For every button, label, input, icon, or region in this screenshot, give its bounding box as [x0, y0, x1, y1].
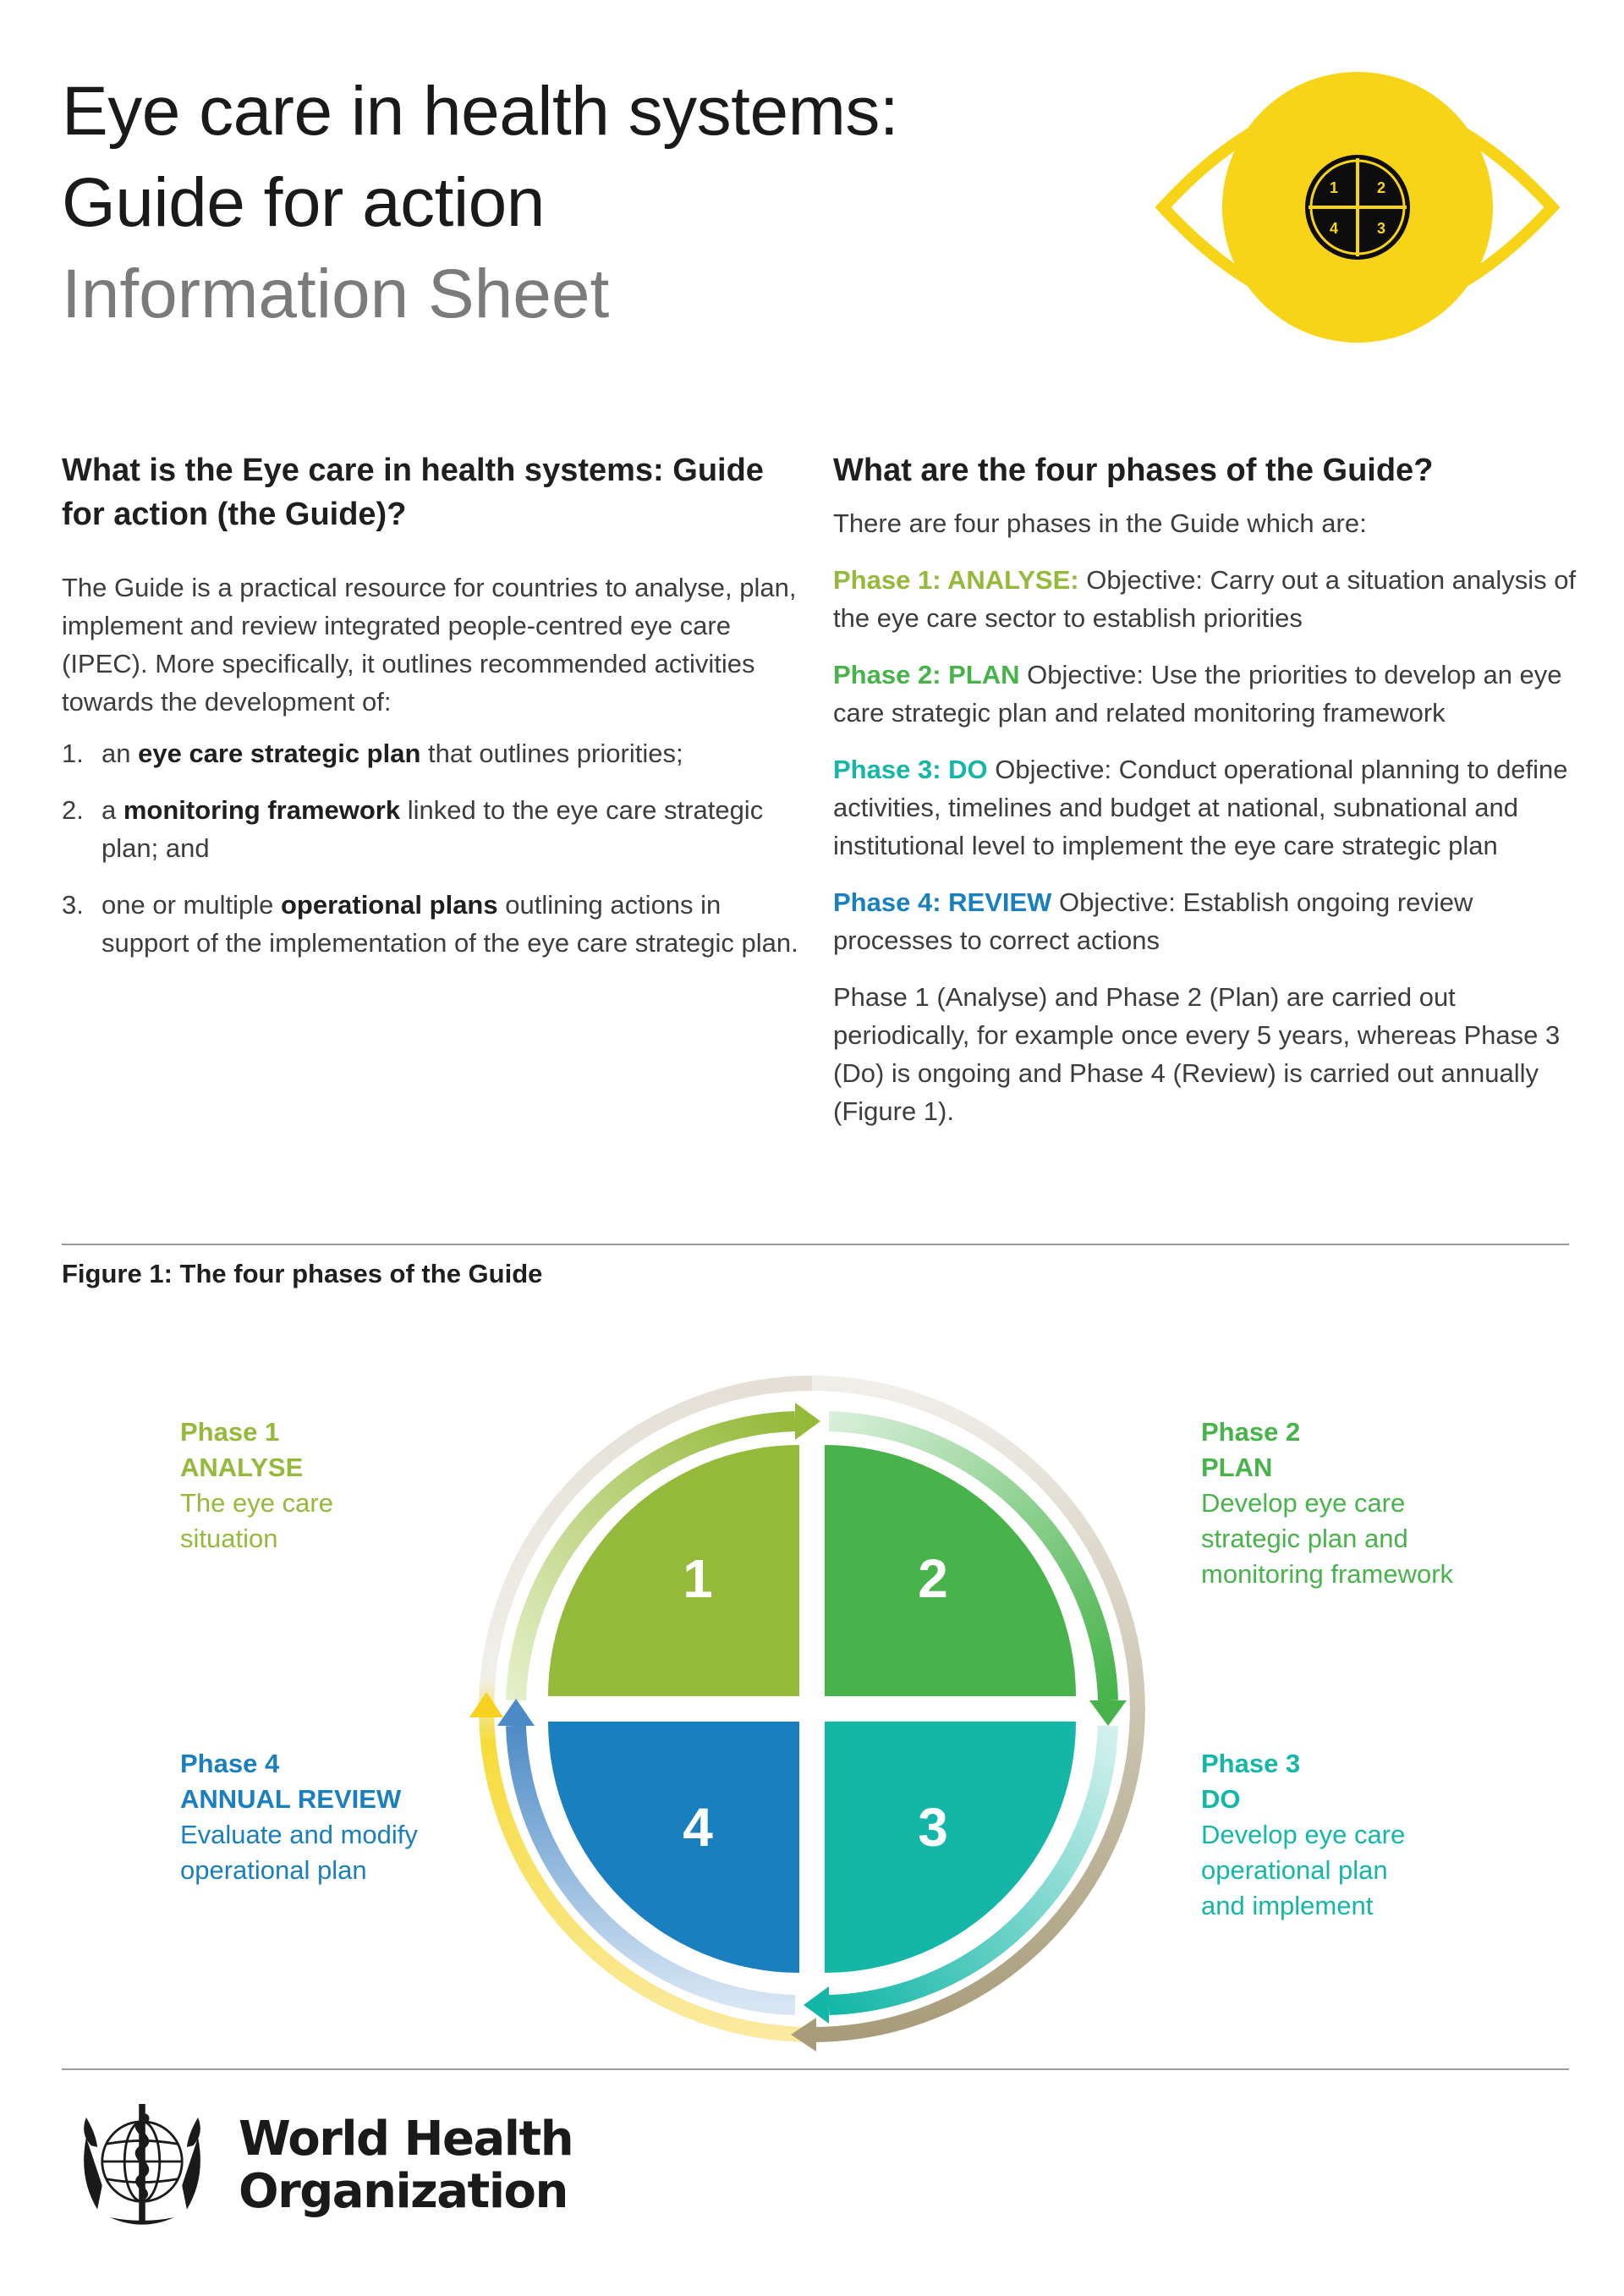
quadrant-4: [548, 1722, 799, 1973]
quadrant-3-number: 3: [918, 1797, 948, 1858]
closing-paragraph: Phase 1 (Analyse) and Phase 2 (Plan) are…: [833, 982, 1561, 1126]
eye-logo-icon: 1 2 4 3: [1155, 72, 1561, 343]
right-intro: There are four phases in the Guide which…: [833, 508, 1367, 538]
activity-list: 1.an eye care strategic plan that outlin…: [62, 734, 806, 962]
legend-phase-1: Phase 1 ANALYSE The eye care situation: [180, 1417, 333, 1553]
inner-arc-2: [828, 1411, 1118, 1701]
who-emblem-icon: [84, 2104, 200, 2225]
who-organization-name: World Health Organization: [239, 2112, 574, 2219]
phase-4-paragraph: Phase 4: REVIEW Objective: Establish ong…: [833, 887, 1473, 955]
page-title-line1: Eye care in health systems:: [62, 73, 899, 150]
legend-phase-3: Phase 3 DO Develop eye care operational …: [1201, 1749, 1406, 1920]
left-intro: The Guide is a practical resource for co…: [62, 573, 797, 717]
right-heading: What are the four phases of the Guide?: [833, 453, 1434, 488]
list-item: 3.one or multiple operational plans outl…: [62, 890, 798, 958]
arrow-head-1: [795, 1403, 820, 1440]
footer-divider: [62, 2068, 1569, 2070]
phase-2-paragraph: Phase 2: PLAN Objective: Use the priorit…: [833, 660, 1562, 728]
legend-phase-4: Phase 4 ANNUAL REVIEW Evaluate and modif…: [180, 1749, 418, 1885]
logo-number-4: 4: [1330, 220, 1338, 237]
arrow-head-3: [804, 1986, 829, 2024]
phase-3-paragraph: Phase 3: DO Objective: Conduct operation…: [833, 755, 1568, 860]
right-column: What are the four phases of the Guide? T…: [833, 448, 1577, 1130]
legend-phase-2: Phase 2 PLAN Develop eye care strategic …: [1201, 1417, 1454, 1589]
quadrant-1-number: 1: [683, 1548, 713, 1609]
list-item: 1.an eye care strategic plan that outlin…: [62, 739, 683, 768]
phase-1-paragraph: Phase 1: ANALYSE: Objective: Carry out a…: [833, 565, 1577, 633]
figure-caption: Figure 1: The four phases of the Guide: [62, 1259, 543, 1288]
arrow-head-2: [1089, 1700, 1127, 1726]
logo-number-3: 3: [1377, 220, 1385, 237]
left-column: What is the Eye care in health systems: …: [62, 448, 806, 980]
page-subtitle: Information Sheet: [62, 255, 610, 332]
outer-arrow-head-left: [469, 1692, 503, 1717]
inner-arc-1: [506, 1411, 796, 1701]
left-heading: What is the Eye care in health systems: …: [62, 453, 764, 532]
list-item: 2.a monitoring framework linked to the e…: [62, 795, 764, 863]
inner-arc-4: [506, 1725, 796, 2015]
title-block: Eye care in health systems: Guide for ac…: [62, 66, 1034, 340]
logo-number-2: 2: [1377, 179, 1385, 196]
quadrant-4-number: 4: [683, 1797, 713, 1858]
logo-number-1: 1: [1330, 179, 1338, 196]
quadrant-1: [548, 1445, 799, 1696]
quadrant-3: [825, 1722, 1076, 1973]
outer-ring-right: [811, 1376, 1145, 2042]
quadrant-2-number: 2: [918, 1548, 948, 1609]
inner-arc-3: [828, 1725, 1118, 2015]
arrow-head-4: [497, 1699, 535, 1726]
page-title-line2: Guide for action: [62, 164, 545, 241]
outer-arrow-head-bottom: [791, 2018, 816, 2052]
quadrant-2: [825, 1445, 1076, 1696]
four-phases-diagram: 1 2 3 4: [469, 1376, 1145, 2052]
figure-top-divider: [62, 1244, 1569, 1245]
